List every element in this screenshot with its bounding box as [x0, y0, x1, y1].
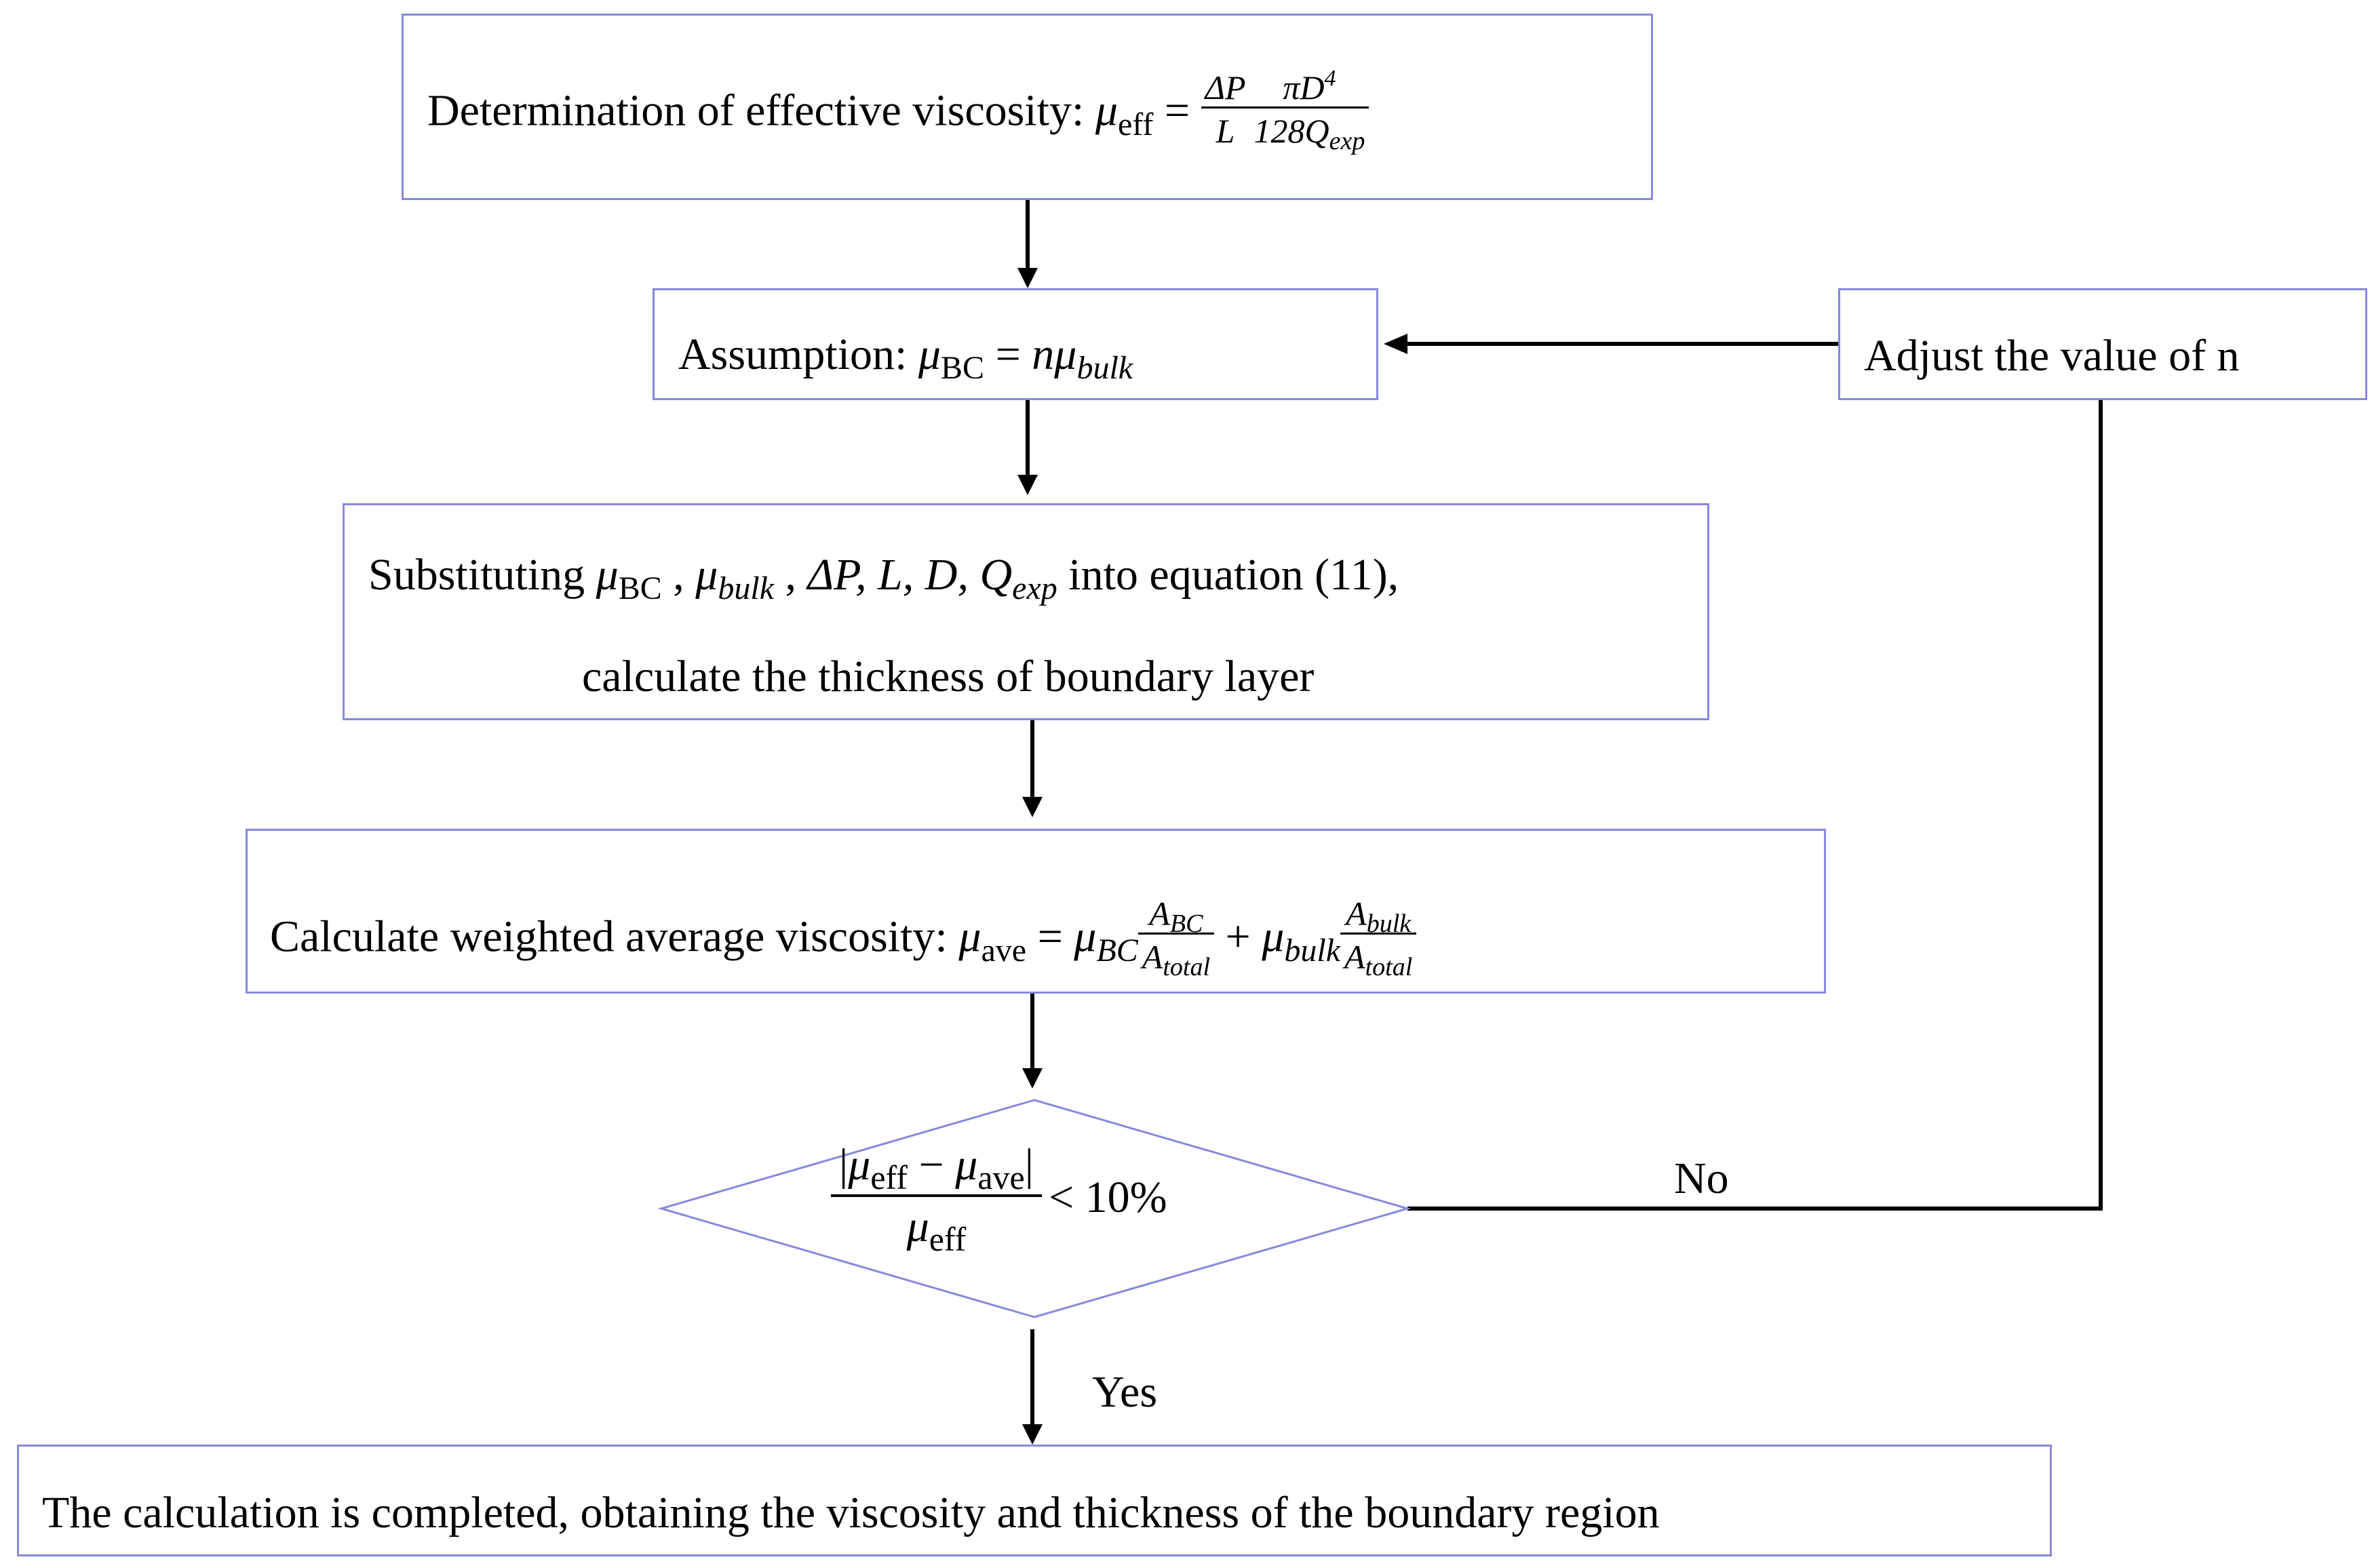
- eff-subscript: eff: [1117, 106, 1154, 142]
- arrow-no-loop: [1384, 334, 2103, 1211]
- a-symbol: A: [1142, 938, 1163, 976]
- abulk-numerator: Abulk: [1340, 895, 1417, 938]
- yes-text: Yes: [1092, 1367, 1158, 1417]
- bulk-subscript: bulk: [718, 570, 775, 606]
- q-symbol: Q: [979, 550, 1013, 600]
- abc-numerator: ABC: [1138, 895, 1215, 938]
- arrow-step1-to-step2: [1017, 193, 1038, 288]
- ave-subscript: ave: [977, 1158, 1025, 1196]
- arrow-step2-to-step3: [1017, 400, 1038, 495]
- mu-symbol: μ: [1262, 912, 1285, 962]
- bulk-subscript: bulk: [1366, 909, 1412, 938]
- eff-subscript: eff: [929, 1219, 967, 1258]
- step-substitution-line1: Substituting μBC , μbulk , ΔP, L, D, Qex…: [368, 550, 1399, 605]
- q128-denominator: 128Qexp: [1249, 109, 1369, 155]
- step-assumption-text: Assumption: μBC = nμbulk: [678, 330, 1133, 385]
- mu-symbol: μ: [695, 550, 718, 600]
- a-symbol: A: [1344, 938, 1365, 976]
- bc-subscript: BC: [1169, 909, 1203, 938]
- mu-symbol: μ: [596, 550, 619, 600]
- less-than-ten-percent: < 10%: [1048, 1172, 1167, 1222]
- arrow-step3-to-step4: [1022, 720, 1043, 817]
- comma: ,: [774, 550, 808, 600]
- total-subscript: total: [1163, 953, 1211, 981]
- relative-error-denominator: μeff: [831, 1197, 1042, 1257]
- step-weighted-average-box: [246, 829, 1826, 994]
- step-substitution-line2: calculate the thickness of boundary laye…: [582, 654, 1314, 699]
- weighted-label: Calculate weighted average viscosity:: [270, 912, 959, 962]
- pid-text: πD: [1283, 68, 1325, 106]
- mu-symbol: μ: [1074, 912, 1097, 962]
- mu-symbol: μ: [955, 1140, 978, 1190]
- thickness-text: calculate the thickness of boundary laye…: [582, 652, 1315, 701]
- mu-symbol: μ: [1054, 330, 1077, 379]
- no-text: No: [1674, 1154, 1729, 1203]
- decision-diamond: [657, 1099, 1412, 1318]
- a-symbol: A: [1149, 895, 1170, 933]
- relative-error-numerator: |μeff − μave|: [831, 1140, 1042, 1197]
- mu-symbol: μ: [848, 1140, 871, 1190]
- step-assumption-box: [653, 288, 1378, 400]
- step-substitution-box: [343, 503, 1709, 720]
- n-symbol: n: [1032, 330, 1055, 379]
- plus-sign: +: [1214, 912, 1262, 962]
- pid4-numerator: πD4: [1249, 66, 1369, 109]
- into-equation-text: into equation (11),: [1057, 550, 1399, 600]
- minus-sign: −: [907, 1140, 956, 1190]
- step-effective-viscosity-box: [402, 14, 1653, 200]
- exp-subscript: exp: [1012, 570, 1057, 606]
- final-label: The calculation is completed, obtaining …: [42, 1488, 1660, 1537]
- exp-subscript: exp: [1329, 127, 1365, 155]
- adjust-label: Adjust the value of n: [1864, 331, 2240, 380]
- relative-error-fraction: |μeff − μave|μeff: [831, 1140, 1042, 1257]
- step-effective-viscosity-text: Determination of effective viscosity: μe…: [427, 66, 1369, 155]
- dp-numerator: ΔP: [1201, 69, 1250, 109]
- assumption-label: Assumption:: [678, 330, 918, 379]
- arrow-step4-to-decision: [1022, 994, 1043, 1089]
- equals-sign: =: [1026, 912, 1074, 962]
- no-label: No: [1674, 1156, 1729, 1201]
- l-denominator: L: [1216, 112, 1235, 150]
- total-subscript: total: [1365, 953, 1413, 981]
- comma: ,: [661, 550, 696, 600]
- ave-subscript: ave: [981, 932, 1027, 968]
- mu-symbol: μ: [1095, 85, 1118, 136]
- substituting-label: Substituting: [368, 550, 596, 600]
- adjust-n-text: Adjust the value of n: [1864, 334, 2240, 378]
- equals-sign: =: [1153, 85, 1201, 136]
- step-weighted-average-text: Calculate weighted average viscosity: μa…: [270, 895, 1417, 981]
- equals-sign: =: [984, 330, 1032, 379]
- l-d-symbols: , L, D,: [855, 550, 980, 600]
- yes-label: Yes: [1092, 1370, 1157, 1415]
- arrow-decision-to-final: [1022, 1329, 1043, 1445]
- bc-subscript: BC: [941, 350, 985, 386]
- step1-label: Determination of effective viscosity:: [427, 85, 1095, 136]
- q128-text: 128Q: [1253, 112, 1329, 150]
- atotal-denominator: Atotal: [1138, 935, 1214, 981]
- bc-subscript: BC: [1096, 932, 1138, 968]
- abs-bar: |: [839, 1140, 849, 1190]
- final-result-text: The calculation is completed, obtaining …: [42, 1491, 1660, 1535]
- final-result-box: [17, 1445, 2052, 1556]
- mu-symbol: μ: [958, 912, 981, 962]
- atotal-denominator: Atotal: [1340, 935, 1416, 981]
- bulk-subscript: bulk: [1076, 350, 1133, 386]
- bulk-subscript: bulk: [1284, 932, 1341, 968]
- dp-symbol: ΔP: [807, 550, 856, 600]
- power-four: 4: [1324, 66, 1336, 91]
- abs-bar: |: [1024, 1140, 1034, 1190]
- eff-subscript: eff: [870, 1158, 908, 1196]
- a-symbol: A: [1346, 895, 1367, 933]
- decision-condition: |μeff − μave|μeff< 10%: [831, 1140, 1167, 1257]
- mu-symbol: μ: [906, 1201, 929, 1251]
- adjust-n-box: [1838, 288, 2367, 400]
- bc-subscript: BC: [618, 570, 662, 606]
- mu-symbol: μ: [918, 330, 941, 379]
